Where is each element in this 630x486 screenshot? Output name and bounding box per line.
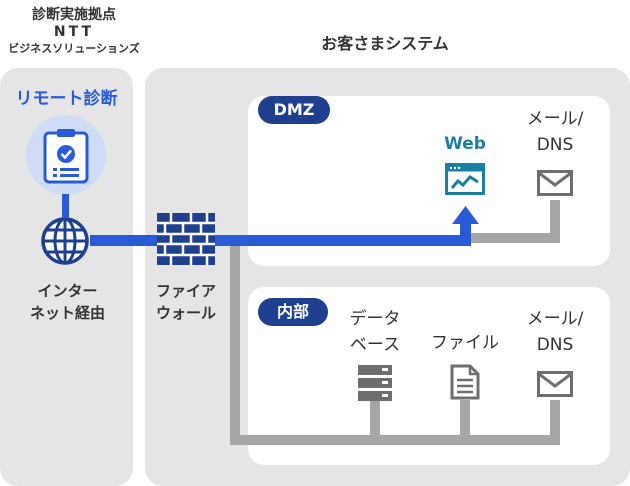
internal-badge: 内部 <box>258 298 328 326</box>
dmz-mail-envelope-icon <box>537 170 573 196</box>
dmz-badge: DMZ <box>258 96 330 124</box>
web-label: Web <box>444 134 486 154</box>
firewall-label-line1: ファイア <box>155 282 216 300</box>
customer-system-title: お客さまシステム <box>321 34 449 53</box>
diagnosis-path-line <box>90 235 470 246</box>
diagnosis-site-title: 診断実施拠点 <box>32 7 116 23</box>
diagnosis-path-up <box>460 222 471 246</box>
db-drop-line <box>370 400 380 440</box>
database-label-line2: ベース <box>349 335 401 355</box>
diagnosis-arrow-head-icon <box>452 206 479 224</box>
database-label-line1: データ <box>349 309 401 329</box>
firewall-icon <box>157 213 215 265</box>
internal-mail-label-line1: メール/ <box>526 309 584 329</box>
firewall-backbone-line <box>230 240 240 445</box>
internal-bus-line <box>230 435 560 445</box>
dmz-mail-label-line1: メール/ <box>526 109 584 129</box>
dmz-mail-label-line2: DNS <box>536 135 574 155</box>
internal-mail-envelope-icon <box>537 371 573 397</box>
database-server-icon <box>358 365 392 401</box>
company-name-line1: NTT <box>53 24 95 40</box>
internal-mail-drop-line <box>550 400 560 440</box>
file-document-icon <box>450 364 480 400</box>
internal-mail-label-line2: DNS <box>536 335 574 355</box>
firewall-label-line2: ウォール <box>155 304 216 322</box>
remote-to-internet-line <box>62 194 69 218</box>
internet-label-line2: ネット経由 <box>29 304 105 322</box>
web-browser-chart-icon <box>445 163 485 195</box>
dmz-bus-line <box>466 233 560 243</box>
clipboard-check-icon <box>43 129 89 184</box>
file-label: ファイル <box>431 333 499 353</box>
file-drop-line <box>460 400 470 440</box>
internet-label-line1: インター <box>37 282 98 300</box>
company-name-line2: ビジネスソリューションズ <box>8 42 140 55</box>
globe-icon <box>41 217 89 265</box>
dmz-mail-drop-line <box>550 200 560 240</box>
remote-diagnosis-label: リモート診断 <box>15 89 118 109</box>
